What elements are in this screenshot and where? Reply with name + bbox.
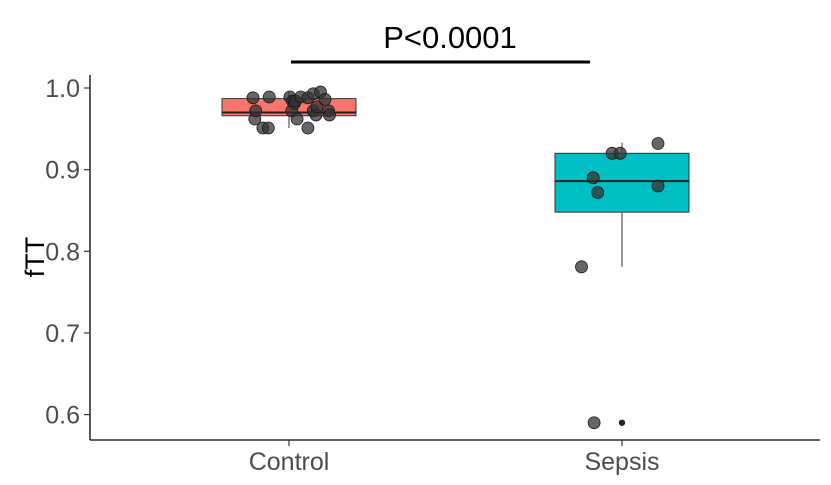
sepsis-data-point xyxy=(651,179,665,193)
sepsis-data-point xyxy=(575,260,588,274)
control-data-point xyxy=(323,108,336,122)
y-tick-label: 0.8 xyxy=(45,238,80,266)
y-tick-label: 0.9 xyxy=(45,157,80,185)
control-data-point xyxy=(249,104,263,118)
significance-label: P<0.0001 xyxy=(383,20,517,55)
sepsis-data-point xyxy=(613,146,627,160)
sepsis-box xyxy=(554,152,690,213)
control-data-point xyxy=(290,112,304,126)
y-tick-label: 0.7 xyxy=(45,320,80,348)
x-tick-label-sepsis: Sepsis xyxy=(584,448,659,476)
control-data-point xyxy=(261,121,275,135)
control-data-point xyxy=(262,90,276,104)
control-data-point xyxy=(318,93,332,106)
sepsis-data-point xyxy=(587,416,601,430)
sepsis-data-point xyxy=(586,171,600,185)
control-data-point xyxy=(246,91,260,105)
boxes-layer xyxy=(221,92,690,426)
sepsis-outlier-point xyxy=(618,419,626,426)
x-tick-label-control: Control xyxy=(249,448,330,476)
control-data-point xyxy=(310,100,324,114)
labels-layer: fTT P<0.0001 xyxy=(20,20,590,277)
control-data-point xyxy=(301,121,315,135)
y-tick-label: 0.6 xyxy=(45,402,80,430)
sepsis-data-point xyxy=(651,137,665,150)
y-axis-title: fTT xyxy=(20,237,50,278)
y-tick-label: 1.0 xyxy=(45,75,80,103)
points-layer xyxy=(246,85,665,430)
sepsis-data-point xyxy=(591,186,605,199)
